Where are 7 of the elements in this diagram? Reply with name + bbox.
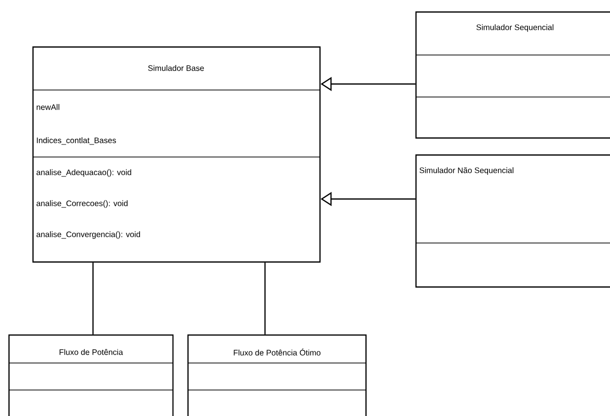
association-line [92, 262, 94, 334]
association-line [264, 262, 266, 334]
class-box: Simulador Sequencial [415, 11, 610, 139]
class-box: Fluxo de Potência [8, 334, 174, 416]
class-box: Fluxo de Potência Ótimo [187, 334, 367, 416]
class-box: Simulador Base newAll Indices_contlat_Bases analise_Adequacao(): void analise_Correcoes(): void analise_Convergencia(): void [32, 46, 321, 263]
class-box: Simulador Não Sequencial [415, 154, 610, 288]
